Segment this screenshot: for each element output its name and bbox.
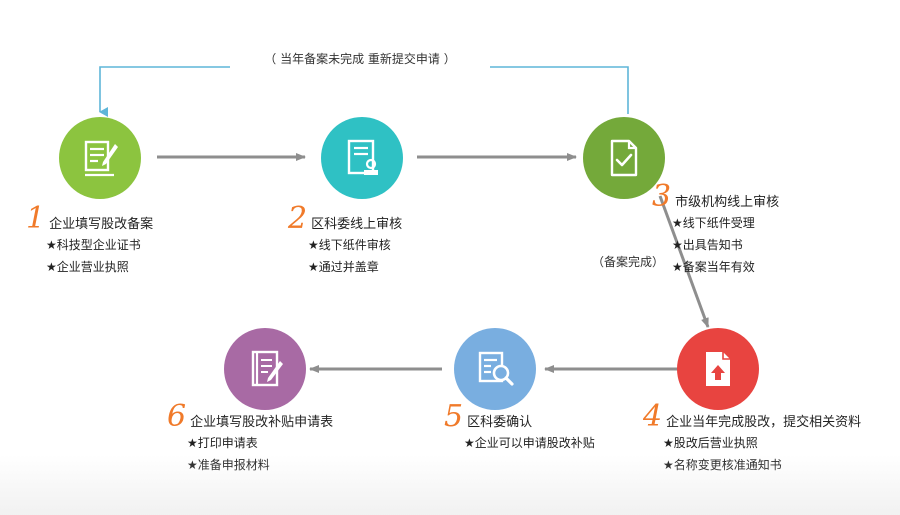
step-5-title: 区科委确认 [467,415,533,430]
step-4-circle [677,328,759,410]
step-6-title: 企业填写股改补贴申请表 [190,415,334,430]
step-2-circle [321,117,403,199]
step-2-item-1: ★线下纸件审核 [308,238,391,252]
step-2-title: 区科委线上审核 [311,217,403,232]
step-1-item-1: ★科技型企业证书 [46,238,141,252]
step-3-circle [583,117,665,199]
document-check-icon [610,139,638,177]
step-3-item-1: ★线下纸件受理 [672,216,755,230]
loop-back-arrow [99,66,629,117]
step-1-title: 企业填写股改备案 [49,217,154,232]
step-5-item-1: ★企业可以申请股改补贴 [464,436,595,450]
filing-complete-label: （备案完成） [592,255,665,269]
step-2-item-2: ★通过并盖章 [308,260,379,274]
step-3-item-3: ★备案当年有效 [672,260,755,274]
step-3-number: 3 [652,179,672,214]
arrow-3-to-4 [658,195,710,328]
step-2-number: 2 [288,201,308,236]
document-stamp-icon [347,139,378,175]
step-1-item-2: ★企业营业执照 [46,260,129,274]
step-3-item-2: ★出具告知书 [672,238,743,252]
step-1-number: 1 [26,201,46,236]
step-1-circle [59,117,141,199]
step-5-circle [454,328,536,410]
step-6-item-2: ★准备申报材料 [187,458,270,472]
step-6-item-1: ★打印申请表 [187,436,258,450]
document-upload-icon [706,352,730,386]
step-6-circle [224,328,306,410]
document-search-icon [478,351,514,386]
step-4-item-1: ★股改后营业执照 [663,436,758,450]
step-5-number: 5 [444,399,464,434]
step-3-title: 市级机构线上审核 [675,195,780,210]
step-4-number: 4 [643,399,663,434]
step-4-item-2: ★名称变更核准通知书 [663,458,782,472]
form-pen-icon [84,140,118,177]
step-4-title: 企业当年完成股改，提交相关资料 [666,415,862,430]
loop-back-label: （ 当年备案未完成 重新提交申请 ） [230,50,490,68]
step-6-number: 6 [167,399,187,434]
notebook-pen-icon [251,350,283,387]
